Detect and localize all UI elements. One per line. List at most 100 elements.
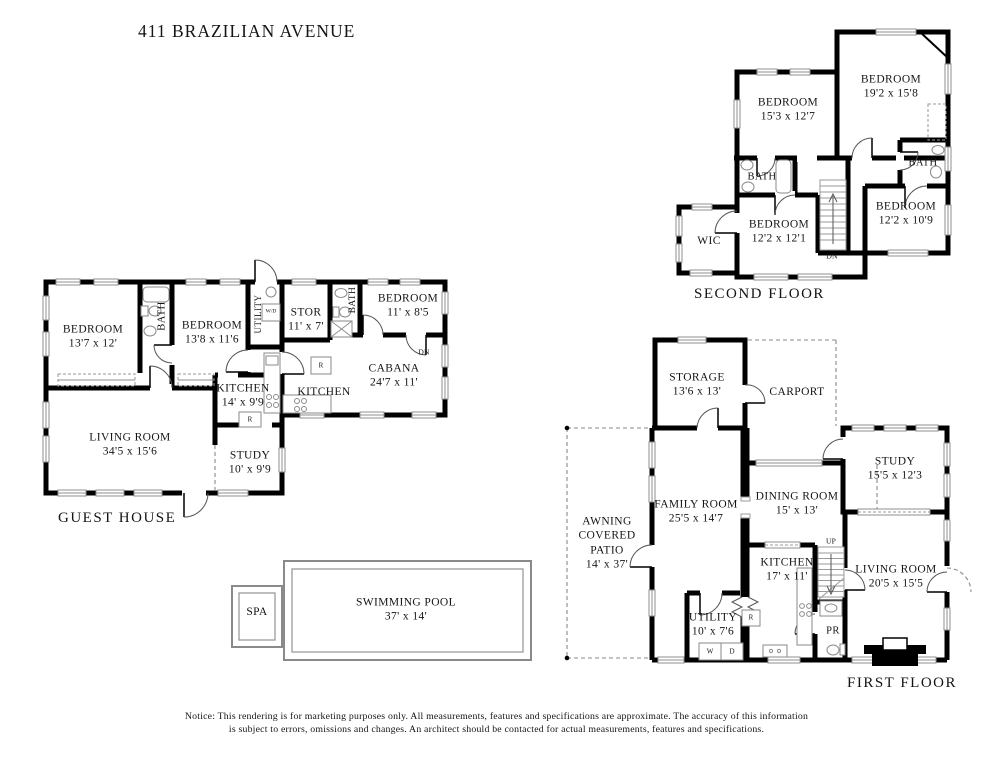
first-floor-plan [564,336,972,666]
dishwasher-icon [762,644,788,658]
room-label-gh-utility: UTILITY [253,294,263,334]
room-dims: 14' x 37' [585,558,629,571]
toilet-icon [740,159,754,171]
room-label-ff-storage: STORAGE 13'6 x 13' [669,371,725,400]
room-label-gh-bath1: BATH [156,301,168,331]
opening-jamb [740,513,751,519]
dryer-label: D [729,647,735,656]
fridge-label: R [247,415,253,424]
pool-label: SWIMMING POOL 37' x 14' [356,596,456,625]
room-name: PATIO [590,544,624,556]
bifold-door-icon [730,596,744,618]
room-name: COVERED [578,529,636,542]
room-dims: 15'3 x 12'7 [760,111,816,123]
appliances [698,567,846,661]
room-name: BEDROOM [757,96,819,109]
first-floor-title: FIRST FLOOR [847,675,958,691]
window [648,336,951,664]
tub-icon [775,159,792,194]
fireplace-icon [864,637,926,666]
sink-icon [931,145,945,155]
closet [927,103,947,141]
stove-icon [266,394,272,400]
room-name: BEDROOM [875,200,937,213]
swimming-pool [283,560,532,661]
room-name: BEDROOM [62,323,124,336]
room-name: BEDROOM [860,73,922,86]
room-dims: 10' x 9'9 [228,464,272,476]
page-title: 411 BRAZILIAN AVENUE [138,21,356,41]
washer-label: W [706,647,714,656]
room-label-bedroom-1221: BEDROOM 12'2 x 12'1 [749,218,809,247]
tub-icon [142,286,170,303]
room-dims: 12'2 x 10'9 [878,215,934,227]
door-arc [629,384,972,635]
room-dims: 15'5 x 12'3 [867,470,923,482]
room-name: STUDY [874,455,916,468]
sink-icon [334,288,348,298]
sink-icon [143,325,157,337]
washer-dryer-icon [261,303,281,322]
room-dims: 20'5 x 15'5 [868,578,924,590]
room-dims: 11' x 7' [288,321,324,333]
room-label-bedroom-big: BEDROOM 19'2 x 15'8 [861,73,921,102]
room-name: CABANA [368,362,420,375]
window [42,278,449,497]
toilet-icon [839,643,846,656]
room-name: BEDROOM [748,218,810,231]
notice-line-1: Notice: This rendering is for marketing … [184,711,809,722]
room-label-bedroom-153: BEDROOM 15'3 x 12'7 [758,96,818,125]
door-arc [149,259,427,518]
room-label-gh-bedroom1: BEDROOM 13'7 x 12' [63,323,123,352]
room-dims: 34'5 x 15'6 [102,446,158,458]
room-label-gh-kitchen2: KITCHEN [297,385,351,398]
room-dims: 11' x 8'5 [387,307,429,319]
room-name: FAMILY ROOM [654,498,738,511]
room-name: KITCHEN [216,382,270,395]
spa [231,585,283,648]
fridge-icon [741,609,761,627]
spa-label: SPA [246,605,268,618]
sink-icon [265,355,279,366]
room-name: DINING ROOM [755,490,839,503]
corner-closet [919,31,949,59]
room-label-gh-bedroom2: BEDROOM 13'8 x 11'6 [182,319,242,348]
room-label-gh-bedroom3: BEDROOM 11' x 8'5 [378,292,438,321]
room-label-gh-bath2: BATH [348,286,358,314]
bath-fixtures [740,145,945,194]
second-floor-plan [675,28,952,281]
pool-name: SWIMMING POOL [355,596,457,609]
room-label-gh-living: LIVING ROOM 34'5 x 15'6 [89,431,170,460]
toilet-icon [930,165,942,179]
room-label-ff-study: STUDY 15'5 x 12'3 [868,455,923,484]
room-dims: 17' x 11' [766,571,808,583]
sink-icon [824,603,838,613]
window [675,28,952,281]
room-name: BEDROOM [181,319,243,332]
room-dims: 24'7 x 11' [370,377,418,389]
patio-boundary [564,425,650,661]
room-label-ff-dining: DINING ROOM 15' x 13' [756,490,839,519]
room-dims: 25'5 x 14'7 [668,513,724,525]
stove-icon [799,603,805,609]
sink-icon [741,181,755,193]
room-name: STOR [290,306,322,319]
dryer-icon [720,642,744,661]
room-name: BEDROOM [377,292,439,305]
fridge-label: R [318,361,324,370]
room-name: STORAGE [669,371,725,384]
room-label-bedroom-1209: BEDROOM 12'2 x 10'9 [876,200,936,229]
room-label-ff-utility: UTILITY 10' x 7'6 [689,611,737,640]
room-label-ff-family: FAMILY ROOM 25'5 x 14'7 [654,498,737,527]
room-name: LIVING ROOM [89,431,171,444]
stairs-icon [819,179,847,251]
toilet-icon [140,305,149,317]
pool-dims: 37' x 14' [384,611,428,623]
room-label-gh-study: STUDY 10' x 9'9 [229,449,271,478]
room-label-wic: WIC [697,234,721,247]
room-label-bath-left: BATH [747,171,777,183]
stove-icon [294,398,300,404]
guest-house-title: GUEST HOUSE [58,510,177,526]
